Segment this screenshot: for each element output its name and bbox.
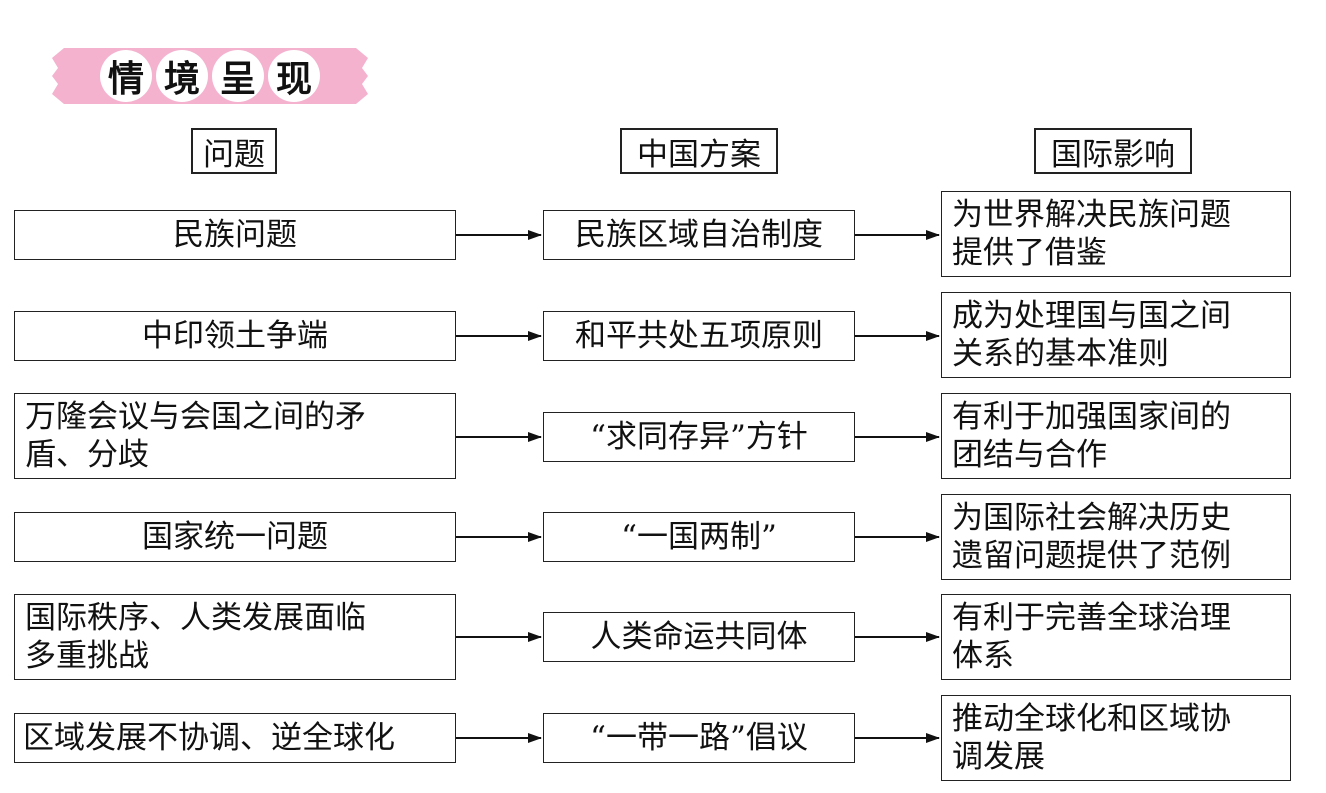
impact-line: 团结与合作 (952, 437, 1107, 473)
banner-char: 现 (268, 50, 320, 102)
problem-box: 民族问题 (14, 210, 456, 260)
impact-box: 为世界解决民族问题 提供了借鉴 (941, 191, 1291, 277)
solution-text: 人类命运共同体 (590, 619, 808, 655)
problem-box: 万隆会议与会国之间的矛 盾、分歧 (14, 393, 456, 479)
impact-line: 有利于完善全球治理 (952, 600, 1231, 636)
solution-text: “一带一路”倡议 (590, 720, 808, 756)
problem-line: 多重挑战 (25, 638, 149, 674)
problem-box: 中印领土争端 (14, 311, 456, 361)
solution-text: 民族区域自治制度 (575, 217, 823, 253)
solution-text: “一国两制” (621, 519, 777, 555)
impact-box: 成为处理国与国之间 关系的基本准则 (941, 292, 1291, 378)
impact-line: 成为处理国与国之间 (952, 298, 1231, 334)
problem-line: 盾、分歧 (25, 437, 149, 473)
solution-box: 民族区域自治制度 (543, 210, 855, 260)
impact-box: 有利于加强国家间的 团结与合作 (941, 393, 1291, 479)
problem-box: 国际秩序、人类发展面临 多重挑战 (14, 594, 456, 680)
problem-text: 民族问题 (173, 217, 297, 253)
solution-box: 和平共处五项原则 (543, 311, 855, 361)
header-solution: 中国方案 (620, 128, 778, 174)
impact-line: 有利于加强国家间的 (952, 399, 1231, 435)
header-impact: 国际影响 (1034, 128, 1192, 174)
section-banner: 情 境 呈 现 (50, 44, 370, 108)
solution-box: “一带一路”倡议 (543, 713, 855, 763)
impact-line: 为世界解决民族问题 (952, 197, 1231, 233)
impact-box: 为国际社会解决历史 遗留问题提供了范例 (941, 494, 1291, 580)
banner-char: 呈 (212, 50, 264, 102)
impact-line: 提供了借鉴 (952, 235, 1107, 271)
impact-line: 遗留问题提供了范例 (952, 538, 1231, 574)
impact-line: 关系的基本准则 (952, 336, 1169, 372)
solution-text: “求同存异”方针 (590, 419, 808, 455)
impact-line: 为国际社会解决历史 (952, 500, 1231, 536)
banner-char: 境 (156, 50, 208, 102)
impact-line: 推动全球化和区域协 (952, 701, 1231, 737)
problem-text: 中印领土争端 (142, 318, 328, 354)
banner-char: 情 (100, 50, 152, 102)
problem-box: 区域发展不协调、逆全球化 (14, 713, 456, 763)
problem-text: 国家统一问题 (142, 519, 328, 555)
solution-box: “一国两制” (543, 512, 855, 562)
problem-text: 区域发展不协调、逆全球化 (23, 720, 395, 756)
header-problem: 问题 (191, 128, 277, 174)
problem-line: 万隆会议与会国之间的矛 (25, 399, 366, 435)
impact-line: 调发展 (952, 739, 1045, 775)
impact-box: 有利于完善全球治理 体系 (941, 594, 1291, 680)
solution-box: “求同存异”方针 (543, 412, 855, 462)
impact-line: 体系 (952, 638, 1014, 674)
problem-line: 国际秩序、人类发展面临 (25, 600, 366, 636)
solution-text: 和平共处五项原则 (575, 318, 823, 354)
problem-box: 国家统一问题 (14, 512, 456, 562)
solution-box: 人类命运共同体 (543, 612, 855, 662)
impact-box: 推动全球化和区域协 调发展 (941, 695, 1291, 781)
